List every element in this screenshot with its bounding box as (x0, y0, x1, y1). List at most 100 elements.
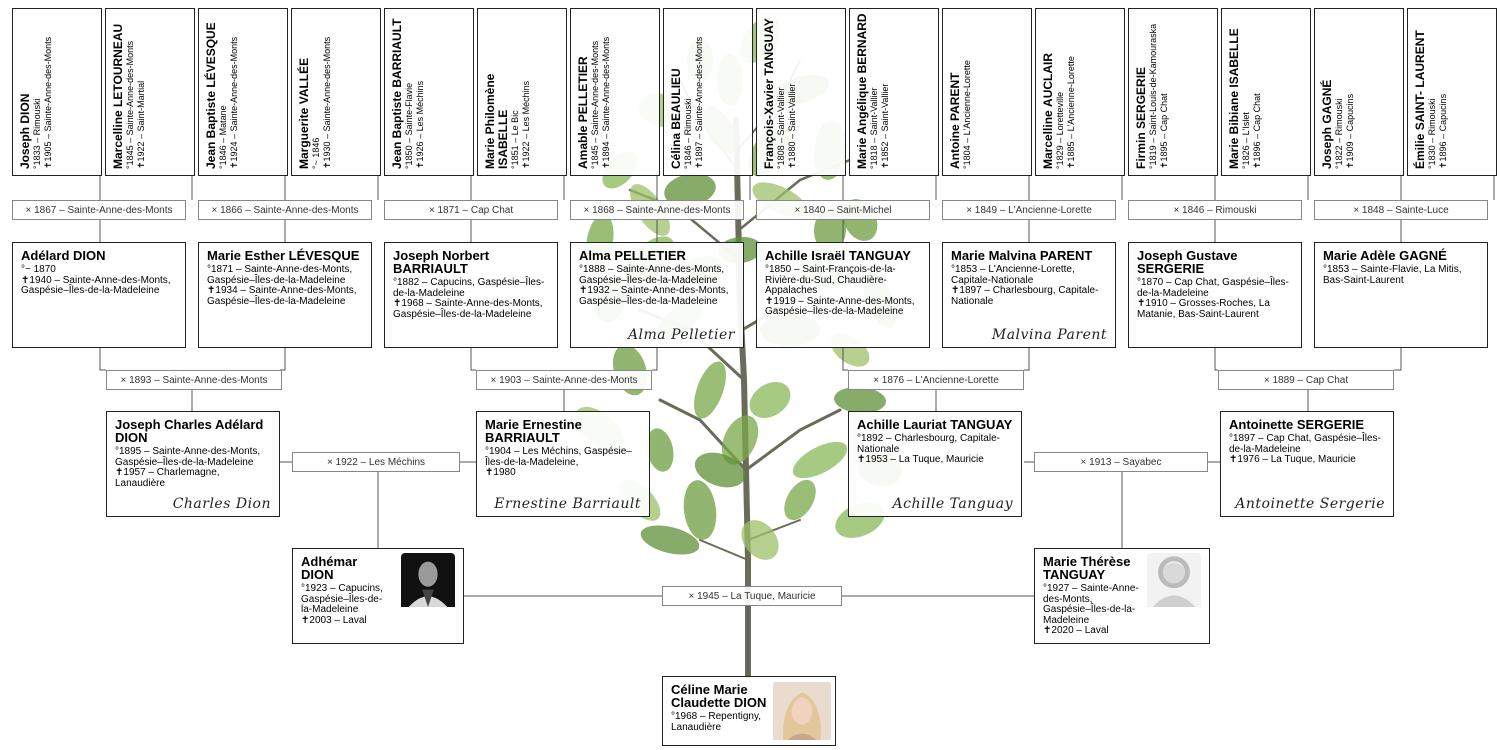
root-name: Céline Marie Claudette DION (671, 682, 767, 710)
ancestor-card-gen4[interactable]: Jean Baptiste LÉVESQUE°1846 – Matane✝192… (198, 8, 288, 176)
birth-event: °1892 – Charlesbourg, Capitale-Nationale (857, 433, 1000, 455)
surname: TANGUAY (762, 18, 776, 76)
signature: Charles Dion (172, 496, 271, 512)
ancestor-card-gen4[interactable]: Marie Bibiane ISABELLE°1826 – L'Islet✝18… (1221, 8, 1311, 176)
birth-event: °1853 – L'Ancienne-Lorette, Capitale-Nat… (951, 264, 1075, 286)
given-name: François-Xavier (762, 78, 776, 169)
signature: Antoinette Sergerie (1235, 496, 1385, 512)
marriage-label: × 1945 – La Tuque, Mauricie (662, 586, 842, 606)
death-event: ✝1885 – L'Ancienne-Lorette (1066, 56, 1076, 169)
oak-leaf (741, 520, 779, 560)
ancestor-card-gen4[interactable]: Amable PELLETIER°1845 – Sainte-Anne-des-… (570, 8, 660, 176)
given-name: Marie Bibiane (1227, 90, 1241, 169)
parent-card[interactable]: Marie Thérèse TANGUAY°1927 – Sainte-Anne… (1034, 548, 1210, 644)
birth-event: °1826 – L'Islet (1241, 112, 1251, 169)
surname: BEAULIEU (669, 68, 683, 130)
birth-event: °1845 – Sainte-Anne-des-Monts (590, 40, 600, 169)
birth-event: °1895 – Sainte-Anne-des-Monts, Gaspésie–… (115, 446, 261, 468)
ancestor-card-gen3[interactable]: Alma PELLETIER°1888 – Sainte-Anne-des-Mo… (570, 242, 744, 348)
birth-event: °~ 1870 (21, 264, 56, 275)
ancestor-card-gen4[interactable]: Marie Angélique BERNARD°1818 – Saint-Val… (849, 8, 939, 176)
surname: DION (18, 93, 32, 124)
ancestor-name: Antoine PARENT (948, 13, 962, 169)
ancestor-card-gen3[interactable]: Joseph Norbert BARRIAULT°1882 – Capucins… (384, 242, 558, 348)
surname: SERGERIE (1134, 66, 1148, 129)
ancestor-name: Marie Malvina PARENT (951, 248, 1093, 263)
death-event: ✝1980 (485, 467, 516, 478)
ancestor-card-gen4[interactable]: Marguerite VALLÉE°~ 1846✝1930 – Sainte-A… (291, 8, 381, 176)
death-event: ✝1909 – Capucins (1345, 93, 1355, 169)
surname: ISABELLE (1227, 28, 1241, 88)
ancestor-card-gen2[interactable]: Antoinette SERGERIE°1897 – Cap Chat, Gas… (1220, 411, 1394, 517)
ancestor-card-gen4[interactable]: Marcelline AUCLAIR°1829 – Loretteville✝1… (1035, 8, 1125, 176)
ancestor-card-gen4[interactable]: Jean Baptiste BARRIAULT°1850 – Sainte-Fl… (384, 8, 474, 176)
ancestor-name: Antoinette SERGERIE (1229, 417, 1365, 432)
given-name: Jean Baptiste (390, 90, 404, 169)
ancestor-card-gen4[interactable]: Marcelline LETOURNEAU°1845 – Sainte-Anne… (105, 8, 195, 176)
birth-event: °1923 – Capucins, Gaspésie–Îles-de-la-Ma… (301, 583, 383, 615)
ancestor-card-gen2[interactable]: Achille Lauriat TANGUAY°1892 – Charlesbo… (848, 411, 1022, 517)
ancestor-card-gen3[interactable]: Marie Malvina PARENT°1853 – L'Ancienne-L… (942, 242, 1116, 348)
ancestor-name: Marie Bibiane ISABELLE (1227, 13, 1241, 169)
death-event: ✝1922 – Saint-Martial (136, 80, 146, 169)
portrait-celine-dion (773, 682, 831, 740)
death-event: ✝1932 – Sainte-Anne-des-Monts, Gaspésie–… (579, 285, 729, 307)
parent-name: Marie Thérèse TANGUAY (1043, 554, 1131, 582)
birth-event: °1853 – Sainte-Flavie, La Mitis, Bas-Sai… (1323, 264, 1462, 286)
ancestor-name: Marguerite VALLÉE (297, 13, 311, 169)
ancestor-name: Joseph Gustave SERGERIE (1137, 248, 1238, 276)
ancestor-name: Jean Baptiste BARRIAULT (390, 13, 404, 169)
birth-event: °1897 – Cap Chat, Gaspésie–Îles-de-la-Ma… (1229, 433, 1381, 455)
death-event: ✝1895 – Cap Chat (1159, 93, 1169, 169)
death-event: ✝1910 – Grosses-Roches, La Matanie, Bas-… (1137, 298, 1270, 320)
surname: LETOURNEAU (111, 23, 125, 107)
birth-event: °1819 – Saint-Louis-de-Kamouraska (1148, 23, 1158, 169)
surname: BERNARD (855, 13, 869, 74)
death-event: ✝1896 – Capucins (1438, 93, 1448, 169)
birth-event: °1927 – Sainte-Anne-des-Monts, Gaspésie–… (1043, 583, 1139, 626)
ancestor-card-gen4[interactable]: Célina BEAULIEU°1846 – Rimouski✝1897 – S… (663, 8, 753, 176)
death-event: ✝1926 – Les Méchins (415, 80, 425, 169)
surname: PARENT (948, 72, 962, 121)
ancestor-card-gen4[interactable]: Antoine PARENT°1804 – L'Ancienne-Lorette (942, 8, 1032, 176)
ancestor-card-gen3[interactable]: Marie Adèle GAGNÉ°1853 – Sainte-Flavie, … (1314, 242, 1488, 348)
ancestor-card-gen3[interactable]: Marie Esther LÉVESQUE°1871 – Sainte-Anne… (198, 242, 372, 348)
given-name: Jean Baptiste (204, 90, 218, 169)
death-event: ✝1852 – Saint-Vallier (880, 83, 890, 169)
marriage-label: × 1846 – Rimouski (1128, 200, 1302, 220)
birth-event: °1845 – Sainte-Anne-des-Monts (125, 40, 135, 169)
marriage-label: × 1889 – Cap Chat (1218, 370, 1394, 390)
given-name: Joseph (1320, 126, 1334, 169)
ancestor-card-gen2[interactable]: Marie Ernestine BARRIAULT°1904 – Les Méc… (476, 411, 650, 517)
death-event: ✝1919 – Sainte-Anne-des-Monts, Gaspésie–… (765, 295, 915, 317)
oak-leaf (749, 382, 791, 418)
ancestor-card-gen4[interactable]: François-Xavier TANGUAY°1808 – Saint-Val… (756, 8, 846, 176)
ancestor-card-gen3[interactable]: Adélard DION°~ 1870✝1940 – Sainte-Anne-d… (12, 242, 186, 348)
birth-event: °1846 – Matane (218, 105, 228, 169)
death-event: ✝1894 – Sainte-Anne-des-Monts (601, 36, 611, 169)
birth-event: °1968 – Repentigny, Lanaudière (671, 711, 761, 733)
ancestor-text: Marguerite VALLÉE°~ 1846✝1930 – Sainte-A… (297, 13, 333, 169)
ancestor-card-gen4[interactable]: Joseph GAGNÉ°1822 – Rimouski✝1909 – Capu… (1314, 8, 1404, 176)
birth-event: °1904 – Les Méchins, Gaspésie–Îles-de-la… (485, 446, 632, 468)
parent-card[interactable]: Adhémar DION°1923 – Capucins, Gaspésie–Î… (292, 548, 464, 644)
birth-event: °1850 – Sainte-Flavie (404, 82, 414, 169)
ancestor-text: Marcelline LETOURNEAU°1845 – Sainte-Anne… (111, 13, 147, 169)
ancestor-card-gen4[interactable]: Joseph DION°1833 – Rimouski✝1905 – Saint… (12, 8, 102, 176)
ancestor-card-gen3[interactable]: Joseph Gustave SERGERIE°1870 – Cap Chat,… (1128, 242, 1302, 348)
ancestor-card-gen2[interactable]: Joseph Charles Adélard DION°1895 – Saint… (106, 411, 280, 517)
birth-event: °1833 – Rimouski (32, 98, 42, 169)
ancestor-name: Marie Philomène ISABELLE (483, 13, 510, 169)
marriage-label: × 1867 – Sainte-Anne-des-Monts (12, 200, 186, 220)
ancestor-name: Achille Israël TANGUAY (765, 248, 911, 263)
oak-leaf (640, 525, 700, 555)
ancestor-card-gen4[interactable]: Marie Philomène ISABELLE°1851 – Le Bic✝1… (477, 8, 567, 176)
ancestor-card-gen4[interactable]: Firmin SERGERIE°1819 – Saint-Louis-de-Ka… (1128, 8, 1218, 176)
root-person-card[interactable]: Céline Marie Claudette DION°1968 – Repen… (662, 676, 836, 746)
ancestor-text: François-Xavier TANGUAY°1808 – Saint-Val… (762, 13, 798, 169)
ancestor-text: Jean Baptiste LÉVESQUE°1846 – Matane✝192… (204, 13, 240, 169)
signature: Alma Pelletier (627, 327, 735, 343)
ancestor-card-gen3[interactable]: Achille Israël TANGUAY°1850 – Saint-Fran… (756, 242, 930, 348)
birth-event: °1882 – Capucins, Gaspésie–Îles-de-la-Ma… (393, 277, 545, 299)
ancestor-card-gen4[interactable]: Émilie SAINT- LAURENT°1830 – Rimouski✝18… (1407, 8, 1497, 176)
